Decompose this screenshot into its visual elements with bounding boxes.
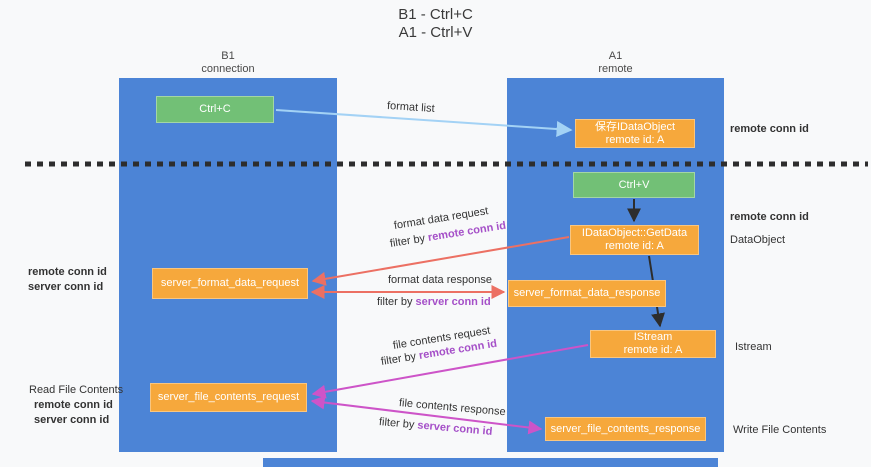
- arrow-format-list: [275, 109, 573, 138]
- node-istream-line1: IStream: [633, 331, 673, 343]
- side-label-read-file-contents: Read File Contents: [29, 384, 124, 396]
- node-file-request-label: server_file_contents_request: [157, 391, 300, 403]
- side-label-istream: Istream: [735, 341, 772, 353]
- side-label-left-server-conn-id-2: server conn id: [34, 414, 110, 426]
- arrow-file-contents-request: [311, 344, 589, 399]
- node-istream: IStream remote id: A: [590, 330, 716, 358]
- arrow-format-data-request: [311, 236, 570, 286]
- diagram-title: B1 - Ctrl+C A1 - Ctrl+V: [0, 6, 871, 42]
- node-idataobject-getdata: IDataObject::GetData remote id: A: [570, 225, 699, 255]
- node-file-response-label: server_file_contents_response: [550, 422, 701, 435]
- title-line-1: B1 - Ctrl+C: [398, 6, 473, 23]
- lane-header-b1: B1 connection: [119, 50, 337, 76]
- lane-b1-subtitle: connection: [201, 63, 255, 75]
- side-label-left-remote-conn-id-1: remote conn id: [28, 266, 107, 278]
- node-istream-line2: remote id: A: [623, 344, 683, 356]
- node-server-format-data-request: server_format_data_request: [152, 268, 308, 299]
- node-server-file-contents-request: server_file_contents_request: [150, 383, 307, 412]
- node-server-format-data-response: server_format_data_response: [508, 280, 666, 307]
- node-format-response-label: server_format_data_response: [513, 287, 661, 299]
- edge-label-filter-server-1: filter by server conn id: [377, 296, 491, 308]
- lane-header-a1: A1 remote: [507, 50, 724, 76]
- side-label-write-file-contents: Write File Contents: [733, 424, 827, 436]
- side-label-dataobject: DataObject: [730, 234, 786, 246]
- bottom-lane-strip: [263, 458, 718, 467]
- node-getdata-line2: remote id: A: [605, 240, 664, 252]
- side-label-left-server-conn-id-1: server conn id: [28, 281, 104, 293]
- node-server-file-contents-response: server_file_contents_response: [545, 417, 706, 441]
- lane-a1-title: A1: [608, 50, 623, 62]
- node-ctrl-v: Ctrl+V: [573, 172, 695, 198]
- side-label-remote-conn-id-top: remote conn id: [730, 123, 809, 135]
- edge-label-format-data-response: format data response: [388, 274, 492, 286]
- node-ctrl-c-label: Ctrl+C: [199, 103, 231, 115]
- node-ctrl-v-label: Ctrl+V: [618, 178, 650, 191]
- arrow-file-contents-response: [310, 395, 543, 435]
- node-getdata-line1: IDataObject::GetData: [581, 227, 688, 239]
- server-conn-id-text: server conn id: [415, 296, 491, 308]
- node-save-idataobject-line1: 保存IDataObject: [594, 120, 676, 133]
- node-save-idataobject-line2: remote id: A: [605, 133, 665, 146]
- node-ctrl-c: Ctrl+C: [156, 96, 274, 123]
- title-line-2: A1 - Ctrl+V: [398, 24, 473, 41]
- lane-b1-title: B1: [221, 50, 235, 62]
- side-label-remote-conn-id-mid: remote conn id: [730, 211, 809, 223]
- side-label-left-remote-conn-id-2: remote conn id: [34, 399, 113, 411]
- node-format-request-label: server_format_data_request: [160, 277, 300, 289]
- node-save-idataobject: 保存IDataObject remote id: A: [575, 119, 695, 148]
- lane-a1-subtitle: remote: [598, 63, 633, 75]
- filter-by-text: filter by: [377, 296, 416, 308]
